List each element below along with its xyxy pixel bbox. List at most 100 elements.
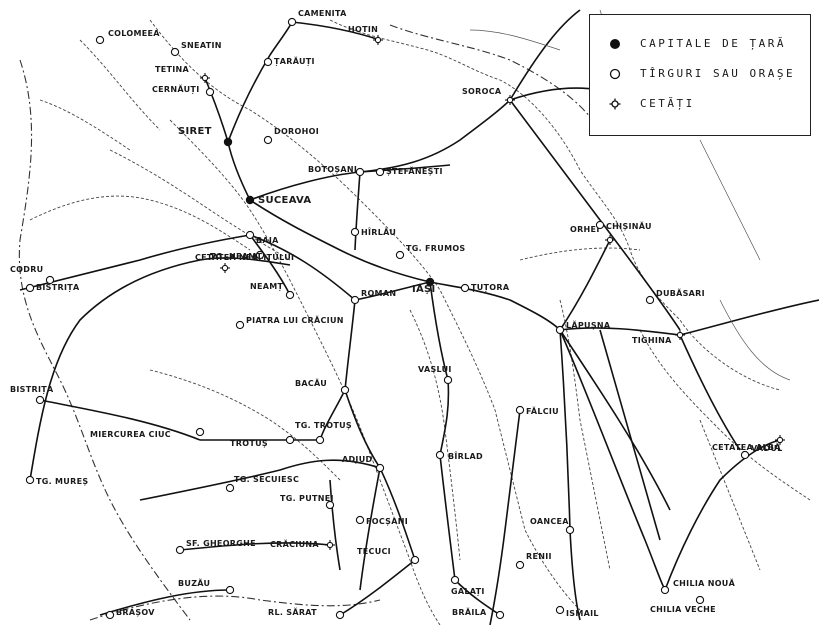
town-marker-icon bbox=[263, 135, 273, 145]
town-tg-secuiesc: TG. SECUIESC bbox=[225, 475, 299, 493]
town-cetatea-alba: CETATEA ALBĂ bbox=[712, 435, 785, 452]
town-label: CODRU bbox=[10, 265, 43, 274]
town-marker-icon bbox=[225, 585, 235, 595]
road-bacau-adjud bbox=[344, 389, 381, 469]
town-label: CHIȘINĂU bbox=[606, 220, 652, 232]
road-iasi-tutora bbox=[429, 281, 561, 331]
town-label: VADUL bbox=[751, 444, 783, 453]
fortress-marker-icon bbox=[608, 98, 622, 110]
town-marker-icon bbox=[225, 483, 235, 493]
town-label: VASLUI bbox=[418, 365, 452, 374]
town-marker-icon bbox=[263, 57, 273, 67]
road-tighina-south bbox=[679, 334, 741, 451]
town-marker-icon bbox=[35, 395, 45, 405]
town-marker-icon bbox=[355, 515, 365, 525]
town-hirlau: HÎRLĂU bbox=[350, 226, 396, 237]
town-neamt: NEAMȚ bbox=[250, 282, 295, 300]
legend-row-capital: CAPITALE DE ȚARĂ bbox=[608, 37, 786, 50]
town-label: PIATRA LUI CRĂCIUN bbox=[246, 314, 344, 325]
town-chilia-veche-t: CHIȘINĂU bbox=[595, 220, 652, 232]
town-suceava: SUCEAVA bbox=[245, 195, 311, 206]
town-tg-frumos: TG. FRUMOS bbox=[395, 244, 466, 260]
town-trotus: TROTUȘ bbox=[230, 435, 295, 449]
town-marker-icon bbox=[350, 295, 360, 305]
town-label: RENII bbox=[526, 552, 552, 561]
town-putna: TG. PUTNEI bbox=[280, 494, 335, 510]
road-soroca-south bbox=[509, 99, 681, 331]
borders bbox=[18, 24, 601, 621]
road-neamt bbox=[249, 234, 291, 296]
town-marker-icon bbox=[315, 435, 325, 445]
capital-marker-icon bbox=[245, 195, 255, 205]
town-label: BACĂU bbox=[295, 377, 327, 388]
town-colomeea: COLOMEEA bbox=[95, 29, 160, 45]
road-chilia-cetatea bbox=[664, 439, 781, 591]
town-marker-icon bbox=[555, 605, 565, 615]
town-iasi: IAȘI bbox=[412, 277, 435, 295]
town-sniatin: SNEATIN bbox=[170, 41, 221, 57]
town-bistrita-tr: BISTRIȚA bbox=[10, 385, 54, 405]
town-marker-icon bbox=[25, 475, 35, 485]
town-marker-icon bbox=[395, 250, 405, 260]
town-marker-icon bbox=[740, 450, 750, 460]
town-label: DOROHOI bbox=[274, 127, 319, 136]
road-siret-cernauti-camenita bbox=[227, 21, 293, 143]
town-marker-icon bbox=[375, 167, 385, 177]
town-label: MIERCUREA CIUC bbox=[90, 430, 171, 439]
town-label: SF. GHEORGHE bbox=[186, 539, 256, 548]
river-east-1 bbox=[559, 299, 611, 571]
fortress-marker-icon bbox=[505, 95, 515, 105]
town-marker-icon bbox=[515, 560, 525, 570]
capital-marker-icon bbox=[425, 277, 435, 287]
legend-row-town: TÎRGURI SAU ORAȘE bbox=[608, 67, 795, 80]
town-chilia: CHILIA NOUĂ bbox=[660, 577, 735, 595]
town-label: TG. FRUMOS bbox=[406, 244, 466, 253]
town-label: TROTUȘ bbox=[230, 439, 268, 449]
road-falciu bbox=[489, 409, 521, 625]
fortress-marker-icon bbox=[200, 73, 210, 83]
road-miercurea bbox=[39, 399, 201, 441]
town-label: CAMENITA bbox=[298, 9, 347, 18]
town-label: TETINA bbox=[155, 65, 190, 74]
town-rm-sarat: RL. SĂRAT bbox=[268, 606, 345, 620]
town-dubosari: DUBĂSARI bbox=[645, 287, 705, 305]
town-lapusna: LĂPUȘNA bbox=[555, 319, 611, 335]
roads bbox=[19, 9, 819, 625]
town-label: SUCEAVA bbox=[258, 195, 311, 206]
town-label: ȚUȚORA bbox=[471, 283, 510, 293]
town-piatra: PIATRA LUI CRĂCIUN bbox=[235, 314, 344, 330]
town-hotin: HOTIN bbox=[348, 25, 383, 45]
town-label: CHILIA VECHE bbox=[650, 605, 716, 614]
region-line-2 bbox=[699, 139, 761, 261]
town-label: FĂLCIU bbox=[526, 405, 559, 416]
fortress-marker-icon bbox=[605, 235, 615, 245]
town-siret: SIRET bbox=[178, 126, 233, 147]
road-hirlau bbox=[354, 171, 361, 251]
road-vaslui-birlad bbox=[439, 379, 450, 456]
town-label: TG. NEAMȚ bbox=[210, 252, 263, 262]
road-siret-cernauti bbox=[204, 77, 229, 143]
town-tighina: TIGHINA bbox=[632, 330, 685, 345]
river-east-3 bbox=[519, 247, 641, 261]
road-putna bbox=[329, 479, 341, 571]
road-botosani-stefanesti bbox=[359, 164, 451, 173]
town-label: HÎRLĂU bbox=[361, 226, 396, 237]
road-suceava-iasi bbox=[249, 199, 431, 283]
town-marker-icon bbox=[460, 283, 470, 293]
town-marker-icon bbox=[170, 47, 180, 57]
town-marker-icon bbox=[325, 500, 335, 510]
town-label: BISTRIȚA bbox=[36, 283, 80, 293]
town-chilia-veche: CHILIA VECHE bbox=[650, 595, 716, 614]
road-tighina-east bbox=[679, 299, 819, 336]
town-marker-icon bbox=[105, 610, 115, 620]
town-tg-mures: TG. MUREȘ bbox=[25, 475, 88, 487]
town-marker-icon bbox=[515, 405, 525, 415]
town-marker-icon bbox=[450, 575, 460, 585]
town-reni: RENII bbox=[515, 552, 552, 570]
road-suceava-botosani bbox=[249, 99, 511, 201]
town-tg-neamt: TG. NEAMȚ bbox=[210, 250, 265, 262]
town-marker-icon bbox=[235, 320, 245, 330]
town-marker-icon bbox=[608, 68, 622, 80]
town-baia: BAIA bbox=[245, 230, 279, 245]
fortress-marker-icon bbox=[373, 35, 383, 45]
